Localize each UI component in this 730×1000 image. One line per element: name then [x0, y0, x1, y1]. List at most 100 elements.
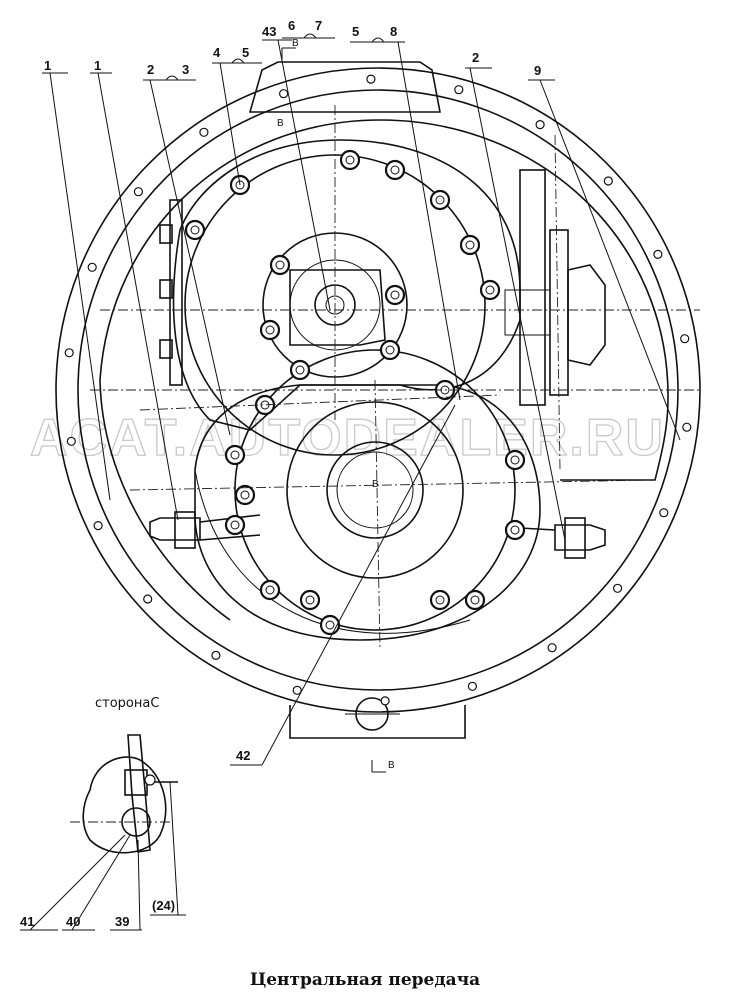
bolt-head	[234, 484, 256, 506]
bolt-core	[435, 595, 445, 605]
flange-hole	[133, 187, 143, 197]
bolt-core	[295, 365, 305, 375]
callout-9: 9	[534, 63, 541, 78]
callout-8: 8	[390, 24, 397, 39]
watermark-text: ACAT.AUTODEALER.RU	[30, 409, 665, 467]
flange-hole	[612, 583, 623, 593]
flange-hole	[603, 176, 613, 186]
bolt-core	[470, 595, 480, 605]
bolt-core	[345, 155, 355, 165]
bolt-core	[275, 260, 285, 270]
bolt-core	[265, 325, 275, 335]
bolt-head	[429, 189, 451, 211]
bolt-head	[319, 614, 341, 636]
lower-gear-plate	[194, 349, 541, 641]
callout-5: 5	[242, 45, 249, 60]
flange-hole	[66, 436, 76, 446]
bolt-head	[259, 319, 281, 341]
callout-39: 39	[115, 914, 129, 929]
detail-side-label: сторонаС	[95, 696, 159, 711]
bolt-core	[305, 595, 315, 605]
flange-hole	[680, 334, 690, 344]
bolt-head	[459, 234, 481, 256]
bolt-core	[265, 585, 275, 595]
callout-6: 6	[288, 18, 295, 33]
bolt-core	[240, 490, 250, 500]
callout-4: 4	[213, 45, 221, 60]
flange-hole	[199, 127, 209, 137]
flange-hole	[87, 262, 97, 272]
bolt-core	[385, 345, 395, 355]
bolt-head	[269, 254, 291, 276]
callout-2: 2	[147, 62, 154, 77]
left-bracket	[159, 199, 183, 386]
flange-hole	[292, 685, 302, 695]
bolt-core	[435, 195, 445, 205]
flange-hole	[653, 249, 663, 259]
flange-holes	[64, 74, 692, 706]
callout-5-top: 5	[352, 24, 359, 39]
bolt-head	[384, 159, 406, 181]
plate-bolts	[184, 149, 526, 636]
bolt-head	[289, 359, 311, 381]
flange-hole	[143, 594, 153, 604]
detail-view-side-c	[20, 734, 186, 931]
callout-7: 7	[315, 18, 322, 33]
bolt-head	[504, 449, 526, 471]
bolt-head	[254, 394, 276, 416]
bolt-core	[510, 455, 520, 465]
bolt-core	[325, 620, 335, 630]
flange-hole	[64, 348, 74, 358]
flange-hole	[211, 650, 221, 661]
bolt-head	[379, 339, 401, 361]
flange-hole	[659, 508, 669, 518]
section-mark-center: B	[372, 479, 379, 490]
bolt-head	[504, 519, 526, 541]
callout-40: 40	[66, 914, 80, 929]
bolt-head	[429, 589, 451, 611]
section-mark-b1: B	[277, 118, 284, 129]
flange-hole	[93, 520, 103, 531]
upper-gear-plate	[172, 139, 521, 456]
flange-hole	[547, 643, 557, 653]
flange-hole	[682, 422, 692, 432]
callout-24: (24)	[152, 898, 175, 913]
bolt-core	[465, 240, 475, 250]
flange-hole	[279, 89, 289, 99]
callout-1: 1	[94, 58, 101, 73]
callout-42: 42	[236, 748, 250, 763]
section-mark-top: B	[292, 38, 299, 49]
bolt-head	[259, 579, 281, 601]
bolt-head	[224, 514, 246, 536]
bolt-head	[299, 589, 321, 611]
flange-hole	[454, 85, 464, 95]
flange-hole	[467, 681, 477, 691]
bolt-core	[390, 165, 400, 175]
bolt-head	[184, 219, 206, 241]
leader-lines	[42, 33, 681, 773]
flange-hole	[535, 119, 545, 130]
callout-2-right: 2	[472, 50, 479, 65]
bolt-core	[485, 285, 495, 295]
bolt-core	[235, 180, 245, 190]
section-mark-bottom: B	[388, 760, 395, 771]
bolt-head	[464, 589, 486, 611]
bolt-head	[339, 149, 361, 171]
bolt-core	[230, 520, 240, 530]
drawing-caption: Центральная передача	[250, 970, 480, 990]
bolt-core	[390, 290, 400, 300]
right-bearing-cap	[504, 169, 606, 406]
callout-43: 43	[262, 24, 276, 39]
bolt-head	[384, 284, 406, 306]
bolt-core	[510, 525, 520, 535]
bolt-core	[190, 225, 200, 235]
bolt-head	[224, 444, 246, 466]
bolt-core	[230, 450, 240, 460]
centerlines	[90, 105, 700, 651]
bolt-head	[479, 279, 501, 301]
callout-41: 41	[20, 914, 34, 929]
flange-hole	[380, 696, 390, 706]
housing-outline	[55, 61, 701, 739]
flange-hole	[366, 74, 376, 84]
